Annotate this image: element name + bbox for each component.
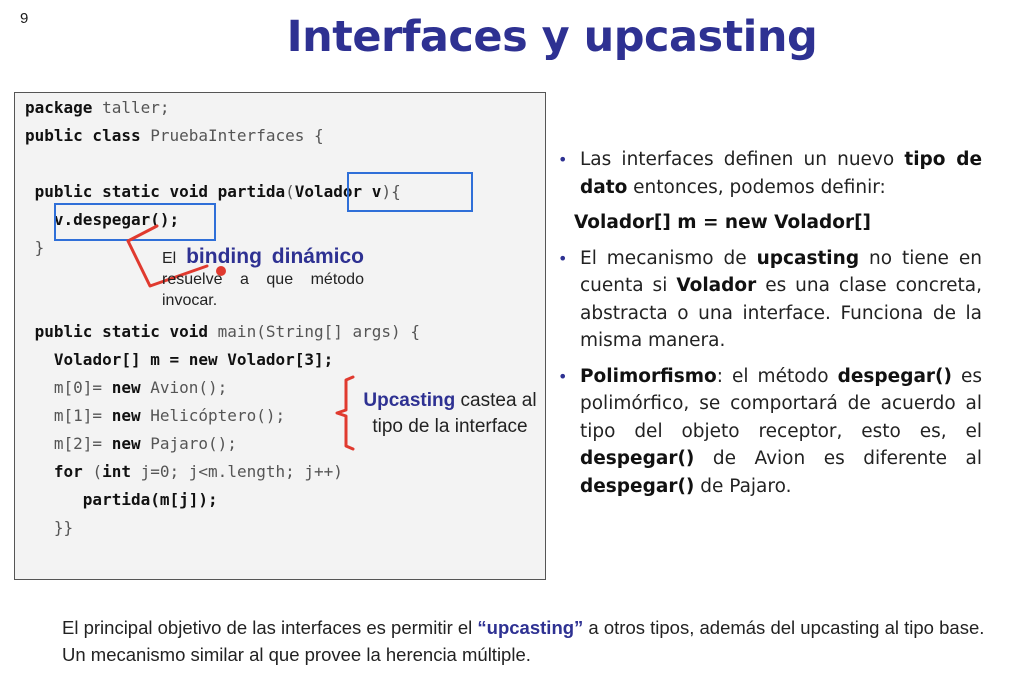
upcasting-note-rest: castea al: [455, 390, 537, 411]
code-line: v.despegar();: [53, 210, 180, 229]
declaration-example: Volador[] m = new Volador[]: [574, 212, 872, 233]
bullet-dot-icon: •: [558, 366, 568, 386]
page-title: Interfaces y upcasting: [286, 12, 818, 62]
code-line: m[0]= new Avion();: [25, 378, 228, 397]
footer-highlight: “upcasting”: [477, 617, 584, 638]
binding-note-r4: método: [310, 271, 364, 288]
footer-note: El principal objetivo de las interfaces …: [62, 614, 1002, 668]
upcasting-note-strong: Upcasting: [363, 390, 456, 411]
bullet-dot-icon: •: [558, 248, 568, 268]
bullet-text: Las interfaces definen un nuevo tipo de …: [580, 149, 982, 198]
call-highlight-box: [54, 203, 216, 241]
footer-text-part1: El principal objetivo de las interfaces …: [62, 617, 478, 638]
param-highlight-box: [347, 172, 473, 212]
bullet-dot-icon: •: [558, 150, 568, 169]
code-line: m[1]= new Helicóptero();: [25, 406, 286, 425]
slide-number: 9: [20, 10, 29, 27]
bullet-text: Polimorfismo: el método despegar() es po…: [580, 365, 982, 497]
bullet-item: • El mecanismo de upcasting no tiene en …: [558, 245, 982, 355]
footer-line2: Un mecanismo similar al que provee la he…: [62, 644, 531, 665]
bullet-item: • Las interfaces definen un nuevo tipo d…: [558, 146, 982, 201]
code-line: m[2]= new Pajaro();: [25, 434, 237, 453]
bullet-item: • Polimorfismo: el método despegar() es …: [558, 363, 982, 501]
code-line: }: [25, 238, 45, 257]
code-line: partida(m[j]);: [82, 490, 218, 509]
upcasting-note-line2: tipo de la interface: [372, 416, 528, 437]
binding-note-w1: El: [162, 250, 177, 267]
code-line: public static void partida(Volador v){: [25, 182, 401, 201]
binding-note-r3: que: [266, 271, 294, 288]
bullet-text: El mecanismo de upcasting no tiene en cu…: [580, 247, 983, 352]
binding-note-r1: resuelve: [162, 271, 223, 288]
upcasting-note: Upcasting castea al tipo de la interface: [360, 388, 540, 440]
code-line: }}: [25, 518, 74, 537]
binding-note: El binding dinámico resuelve a que métod…: [162, 246, 364, 311]
footer-text-part2: a otros tipos, además del upcasting al t…: [583, 617, 985, 638]
code-line: public static void main(String[] args) {: [25, 322, 420, 341]
code-line: for (int j=0; j<m.length; j++): [53, 462, 343, 481]
bullet-list: • Las interfaces definen un nuevo tipo d…: [558, 146, 982, 508]
code-line: Volador[] m = new Volador[3];: [53, 350, 334, 369]
code-line: package taller;: [25, 98, 170, 117]
binding-note-r2: a: [239, 271, 249, 288]
binding-note-w3: dinámico: [271, 245, 364, 268]
binding-note-w2: binding: [186, 245, 262, 268]
binding-note-line3: invocar.: [162, 292, 218, 309]
code-line: public class PruebaInterfaces {: [25, 126, 324, 145]
